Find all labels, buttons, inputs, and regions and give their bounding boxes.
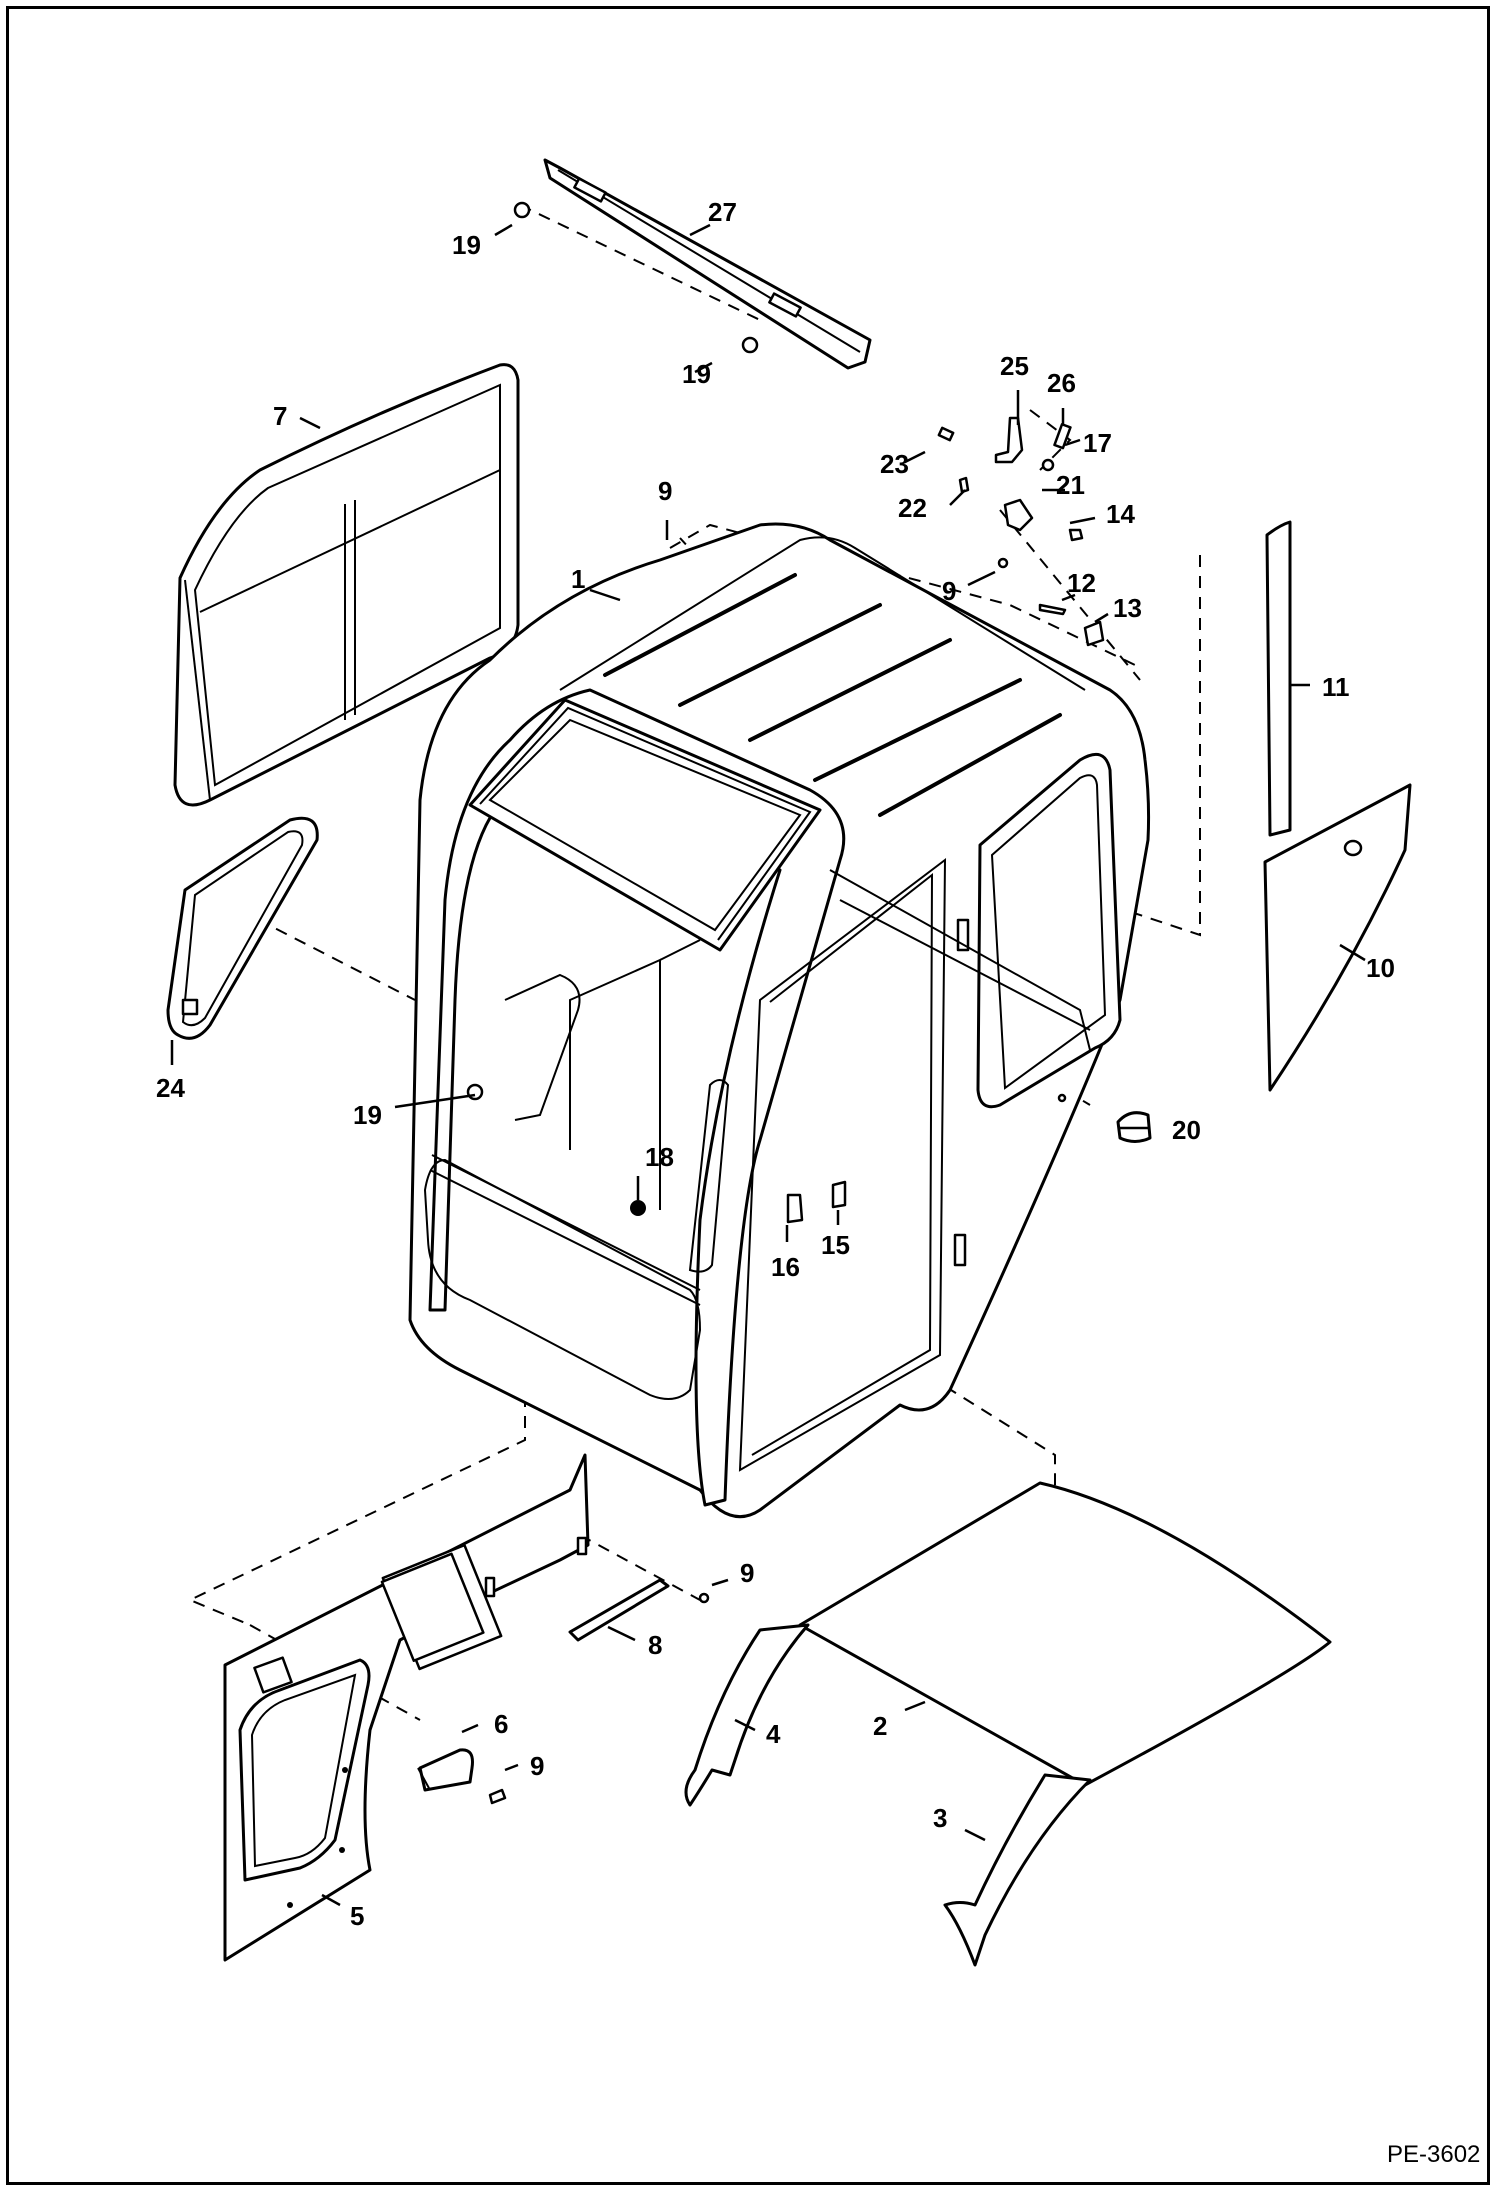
callout-19-rail: 19 [682, 359, 711, 389]
part-11-trim-strip [1265, 520, 1292, 837]
callout-17: 17 [1083, 428, 1112, 458]
callout-18: 18 [645, 1142, 674, 1172]
callout-21: 21 [1056, 470, 1085, 500]
part-4-trim [684, 1623, 810, 1807]
callout-labels: 27 19 19 7 25 26 23 17 22 21 9 14 1 9 12… [156, 197, 1395, 1931]
callout-22: 22 [898, 493, 927, 523]
callout-27: 27 [708, 197, 737, 227]
callout-1: 1 [571, 564, 585, 594]
part-7-sliding-window [173, 363, 520, 807]
callout-9-roof: 9 [658, 476, 672, 506]
callout-24: 24 [156, 1073, 185, 1103]
callout-12: 12 [1067, 568, 1096, 598]
callout-16: 16 [771, 1252, 800, 1282]
callout-4: 4 [766, 1719, 781, 1749]
part-5-interior-panel [223, 1453, 590, 1962]
part-27-roof-rail [513, 158, 872, 370]
callout-13: 13 [1113, 593, 1142, 623]
callout-7: 7 [273, 401, 287, 431]
callout-9-latch: 9 [942, 576, 956, 606]
part-10-side-panel [1263, 783, 1412, 1092]
callout-8: 8 [648, 1630, 662, 1660]
callout-19-cab: 19 [353, 1100, 382, 1130]
callout-14: 14 [1106, 499, 1135, 529]
callout-19-top: 19 [452, 230, 481, 260]
part-3-trim [943, 1773, 1092, 1967]
part-2-floor-mat [798, 1481, 1332, 1787]
callout-23: 23 [880, 449, 909, 479]
part-6-dome-light [417, 1748, 507, 1805]
callout-11: 11 [1322, 672, 1350, 702]
callout-10: 10 [1366, 953, 1395, 983]
latch-assembly-parts [937, 416, 1105, 647]
part-24-window-seal [166, 816, 319, 1040]
callout-25: 25 [1000, 351, 1029, 381]
part-1-cab-frame [408, 522, 1152, 1519]
callout-15: 15 [821, 1230, 850, 1260]
callout-2: 2 [873, 1711, 887, 1741]
part-8-bracket-bar [568, 1578, 710, 1642]
callout-20: 20 [1172, 1115, 1201, 1145]
page-border [6, 6, 1490, 2185]
leader-lines [170, 223, 1366, 1907]
callout-9-light: 9 [530, 1751, 544, 1781]
callout-6: 6 [494, 1709, 508, 1739]
callout-5: 5 [350, 1901, 364, 1931]
callout-3: 3 [933, 1803, 947, 1833]
callout-26: 26 [1047, 368, 1076, 398]
callout-9-bar: 9 [740, 1558, 754, 1588]
document-id: PE-3602 [1387, 2141, 1480, 2168]
